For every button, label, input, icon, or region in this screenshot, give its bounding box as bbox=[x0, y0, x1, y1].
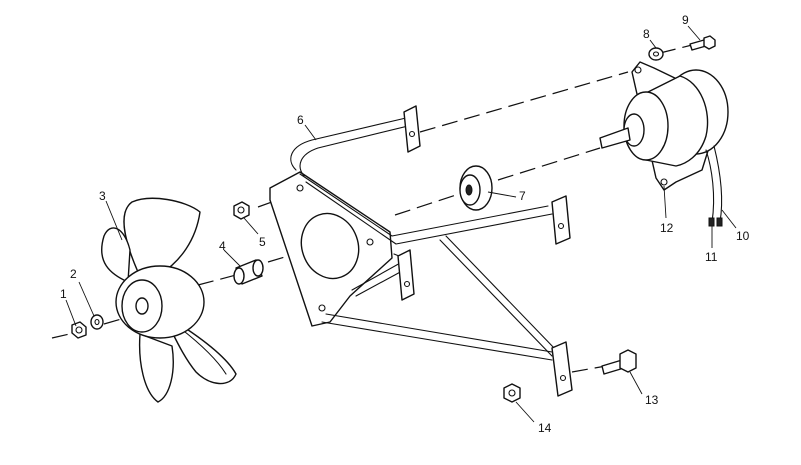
fan-nut-hole bbox=[75, 326, 83, 334]
leader-10 bbox=[721, 209, 737, 229]
bracket-tab-bottom-hole bbox=[559, 374, 567, 382]
leader-lines bbox=[65, 25, 737, 423]
spacer-bushing bbox=[233, 259, 264, 285]
bracket-rod-bottom-outer bbox=[321, 321, 553, 361]
centerline-motor-shaft bbox=[497, 147, 601, 181]
bracket-nut-hole bbox=[508, 389, 516, 397]
bracket-rod-diagonal-inner bbox=[445, 235, 557, 351]
fan-washer bbox=[90, 314, 104, 330]
leader-4 bbox=[223, 249, 241, 267]
bracket-tab-center bbox=[397, 249, 415, 301]
spacer-end bbox=[233, 267, 245, 285]
fan-nut-hex bbox=[71, 321, 87, 339]
leader-7 bbox=[487, 191, 517, 198]
fan-blade-left bbox=[101, 227, 131, 283]
motor-washer-ring bbox=[648, 47, 664, 61]
bracket-rod-top-inner bbox=[299, 125, 409, 177]
fan-washer-hole bbox=[94, 318, 100, 326]
bracket-nut-hex bbox=[503, 383, 521, 403]
motor-wire-b bbox=[713, 145, 723, 223]
callout-9: 9 bbox=[682, 13, 689, 27]
bracket-rod-short-inner bbox=[355, 269, 405, 297]
bracket-plate-hole-top bbox=[296, 184, 304, 192]
motor-mount-hole-top bbox=[634, 66, 642, 74]
fan-washer-ring bbox=[90, 314, 104, 330]
centerline-grommet bbox=[394, 192, 463, 216]
centerline-upper-mount bbox=[419, 71, 629, 133]
centerline-spacer bbox=[197, 274, 237, 286]
centerline-screw bbox=[659, 44, 693, 54]
motor-shaft bbox=[599, 127, 631, 149]
bracket-rod-bottom-inner bbox=[325, 313, 553, 353]
fan-motor bbox=[599, 61, 729, 227]
fan-blade-bottom bbox=[138, 333, 174, 403]
callout-13: 13 bbox=[645, 393, 659, 407]
mounting-bracket bbox=[269, 105, 573, 397]
bracket-plate-hole-right bbox=[366, 238, 374, 246]
centerline-fan-nut bbox=[51, 331, 79, 339]
leader-14 bbox=[515, 401, 535, 423]
callout-11: 11 bbox=[705, 250, 718, 264]
motor-washer-hole bbox=[652, 51, 660, 57]
bracket-tab-upper bbox=[403, 105, 421, 153]
fan-nut bbox=[71, 321, 87, 339]
callout-14: 14 bbox=[538, 421, 552, 435]
fan-blade-right bbox=[171, 321, 237, 385]
bracket-tab-right-hole bbox=[557, 222, 565, 230]
motor-wire-a-terminal bbox=[708, 217, 715, 227]
callout-labels: 1 2 3 4 5 6 7 8 9 10 11 12 13 14 bbox=[60, 13, 750, 435]
callout-2: 2 bbox=[70, 267, 77, 281]
motor-wire-a bbox=[705, 149, 715, 223]
fan-hub-bore bbox=[135, 297, 149, 315]
callout-6: 6 bbox=[297, 113, 304, 127]
bracket-rod-middle-inner bbox=[305, 181, 553, 245]
spacer-end-far bbox=[252, 259, 264, 277]
grommet-hole bbox=[465, 184, 473, 196]
fan-blade-assembly bbox=[101, 197, 237, 403]
mount-nut-hole bbox=[237, 206, 245, 214]
motor-mount-hole-bottom bbox=[660, 178, 668, 186]
bracket-rod-middle-outer bbox=[299, 173, 549, 237]
bracket-bolt bbox=[601, 349, 637, 375]
leader-2 bbox=[78, 281, 95, 317]
bracket-plate-opening bbox=[300, 212, 360, 280]
leader-13 bbox=[629, 371, 643, 395]
leader-9 bbox=[687, 25, 701, 41]
centerline-bolt bbox=[571, 365, 607, 373]
bracket-tab-bottom bbox=[551, 341, 573, 397]
bracket-tab-center-hole bbox=[403, 280, 411, 288]
motor-screw bbox=[689, 35, 716, 51]
bracket-tab-upper-hole bbox=[408, 130, 416, 138]
callout-10: 10 bbox=[736, 229, 750, 243]
callout-8: 8 bbox=[643, 27, 650, 41]
callout-4: 4 bbox=[219, 239, 226, 253]
bracket-rod-short-outer bbox=[351, 261, 403, 291]
bracket-nut bbox=[503, 383, 521, 403]
leader-6 bbox=[304, 124, 317, 141]
mount-nut-hex bbox=[233, 201, 250, 220]
callout-3: 3 bbox=[99, 189, 106, 203]
leader-8 bbox=[649, 39, 657, 49]
mount-nut bbox=[233, 201, 250, 220]
callout-12: 12 bbox=[660, 221, 674, 235]
leader-3 bbox=[105, 200, 123, 241]
grommet bbox=[459, 165, 493, 211]
motor-washer bbox=[648, 47, 664, 61]
bracket-tab-right bbox=[551, 195, 571, 245]
bracket-rod-diagonal-outer bbox=[439, 239, 553, 357]
leader-12 bbox=[663, 185, 667, 219]
callout-5: 5 bbox=[259, 235, 266, 249]
bracket-plate-hole-bottom bbox=[318, 304, 326, 312]
fan-blade-top bbox=[123, 197, 201, 275]
bracket-rod-top-outer bbox=[290, 117, 407, 171]
bracket-bolt-head bbox=[619, 349, 637, 373]
leader-5 bbox=[243, 217, 259, 235]
motor-screw-head bbox=[703, 35, 716, 50]
leader-1 bbox=[65, 299, 77, 327]
motor-wire-b-terminal bbox=[716, 217, 723, 227]
callout-7: 7 bbox=[519, 189, 526, 203]
callout-1: 1 bbox=[60, 287, 67, 301]
